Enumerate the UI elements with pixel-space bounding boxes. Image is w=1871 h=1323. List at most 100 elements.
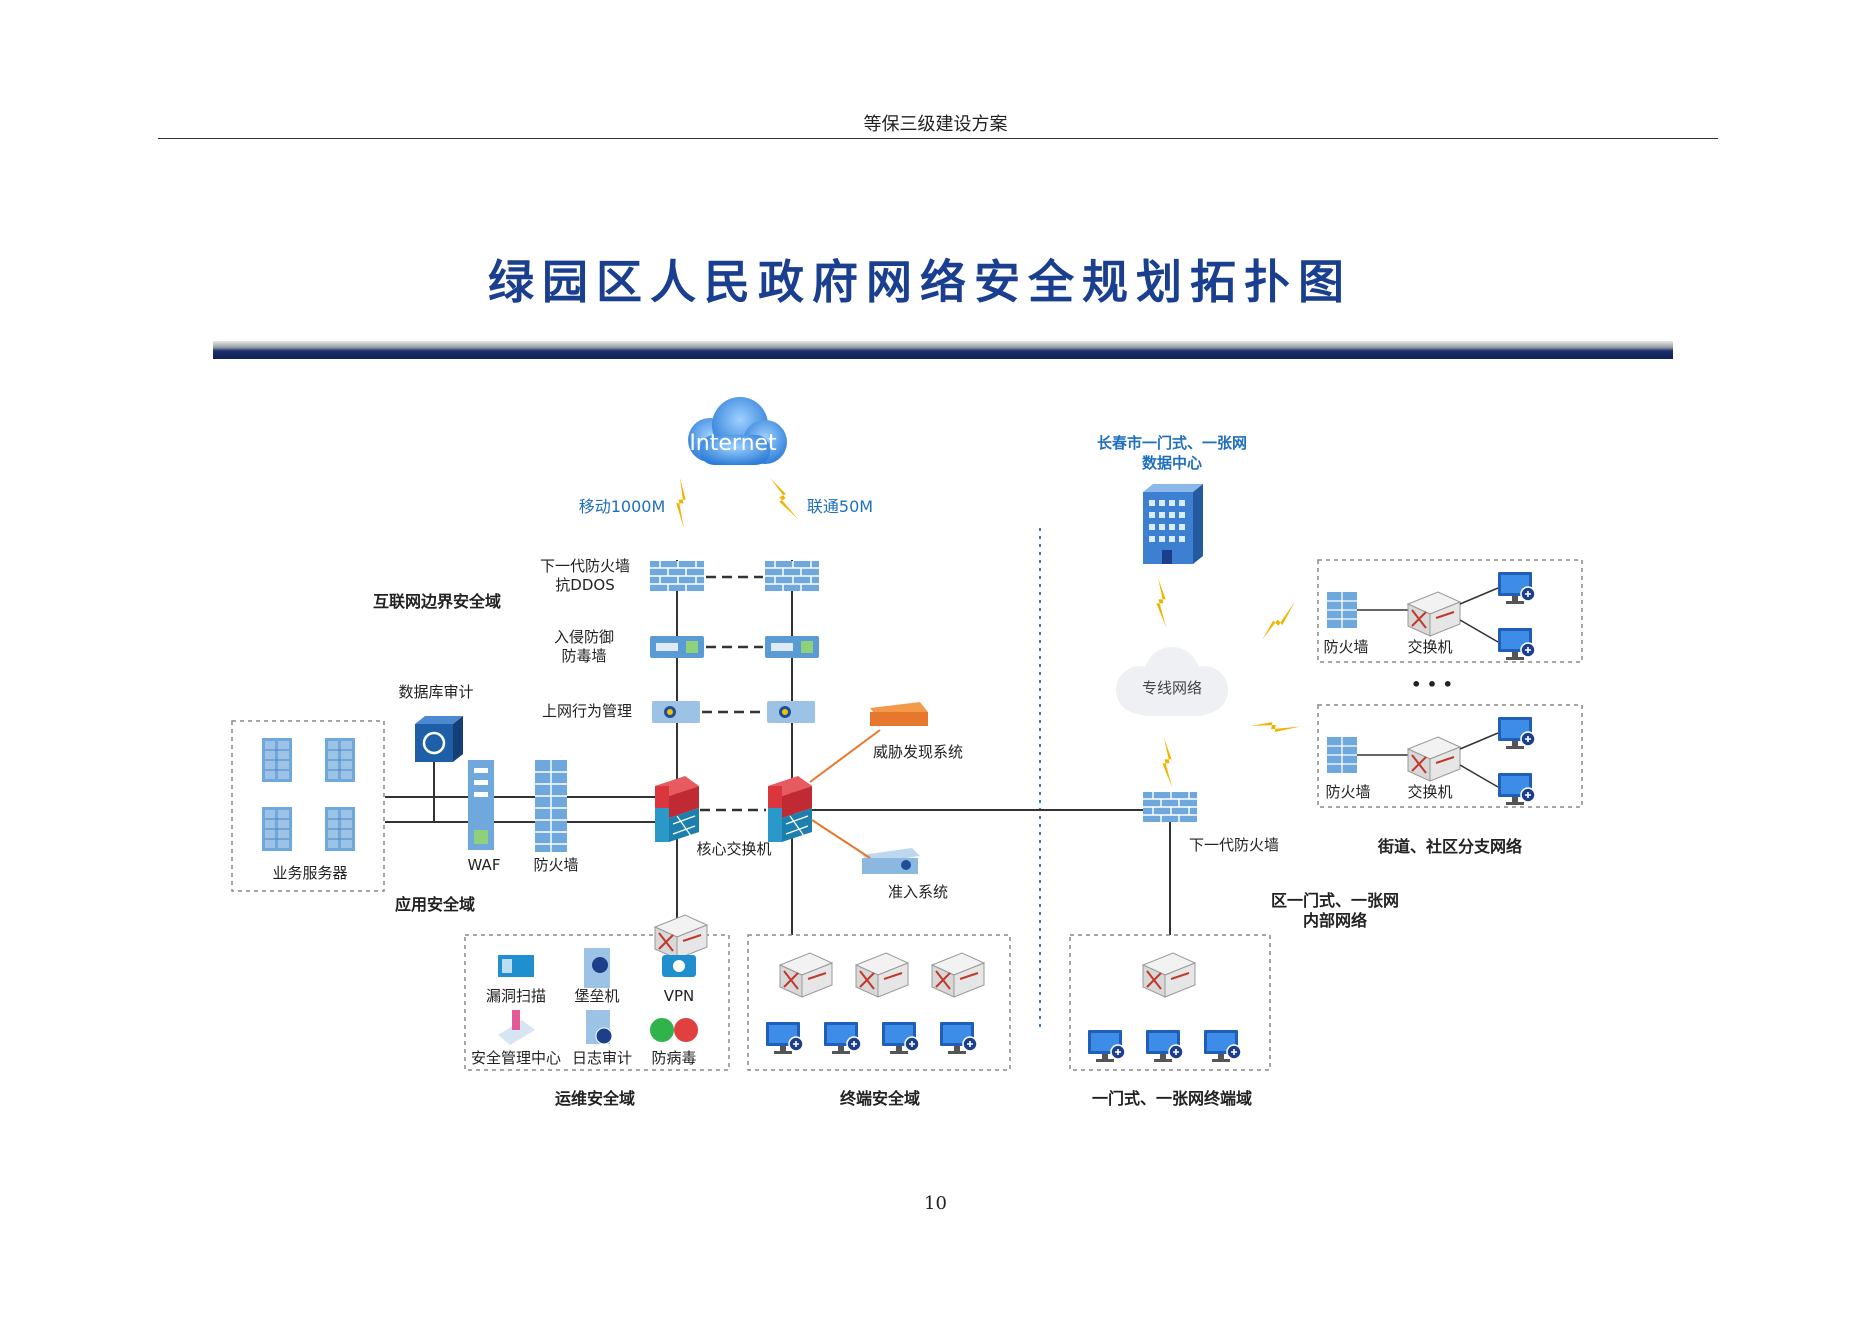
zone-branch: 街道、社区分支网络 <box>1377 837 1522 856</box>
terminal-zone-box <box>747 934 1011 1071</box>
pc-icon <box>765 1021 804 1055</box>
business-servers-label: 业务服务器 <box>272 864 347 882</box>
branch-fw-label: 防火墙 <box>1323 638 1368 656</box>
firewall-icon <box>1142 791 1198 823</box>
switch-icon <box>779 952 833 998</box>
threat-detect-label: 威胁发现系统 <box>873 743 963 761</box>
ips-label: 入侵防御 <box>554 628 614 646</box>
pc-icon <box>1087 1029 1126 1063</box>
firewall-icon <box>1327 737 1357 773</box>
soc-label: 安全管理中心 <box>471 1049 561 1067</box>
ngfw-label: 下一代防火墙 <box>540 557 630 575</box>
branch-box <box>1317 559 1583 663</box>
bastion-label: 堡垒机 <box>574 987 619 1005</box>
zone-one-door: 一门式、一张网终端域 <box>1092 1089 1252 1108</box>
pc-icon <box>1145 1029 1184 1063</box>
lightning-icon <box>1155 738 1181 788</box>
lightning-icon <box>1253 601 1304 640</box>
ellipsis: • • • <box>1411 675 1453 694</box>
title-bar <box>213 341 1673 359</box>
zone-terminal: 终端安全域 <box>840 1089 920 1108</box>
pc-icon <box>939 1021 978 1055</box>
vuln-scan-icon <box>498 955 534 977</box>
server-icon <box>324 737 356 783</box>
branch-box <box>1317 704 1583 808</box>
firewall-icon <box>764 560 820 592</box>
zone-app: 应用安全域 <box>395 895 475 914</box>
firewall-icon <box>649 560 705 592</box>
core-switch-icon <box>654 775 700 843</box>
db-audit-icon <box>415 716 463 762</box>
nac-label: 准入系统 <box>888 883 948 901</box>
internet-label: Internet <box>689 431 777 456</box>
firewall-app-label: 防火墙 <box>533 856 578 874</box>
core-switch-label: 核心交换机 <box>696 840 771 858</box>
antivirus-icon <box>650 1018 698 1042</box>
ips-icon <box>650 636 704 658</box>
switch-icon <box>855 952 909 998</box>
bastion-icon <box>584 948 610 988</box>
dc-label: 数据中心 <box>1142 454 1202 472</box>
zone-internet-border: 互联网边界安全域 <box>373 592 501 611</box>
switch-icon <box>654 914 708 960</box>
pc-icon <box>1497 772 1536 806</box>
switch-icon <box>1407 736 1461 782</box>
zone-ops: 运维安全域 <box>555 1089 635 1108</box>
av-wall-label: 防毒墙 <box>561 647 606 665</box>
threat-detect-icon <box>870 702 928 726</box>
ngfw-right-label: 下一代防火墙 <box>1189 836 1279 854</box>
running-header: 等保三级建设方案 <box>863 114 1008 135</box>
core-switch-icon <box>767 775 813 843</box>
waf-label: WAF <box>468 856 501 874</box>
pc-icon <box>823 1021 862 1055</box>
link-unicom-label: 联通50M <box>807 497 873 516</box>
page-number: 10 <box>924 1193 947 1214</box>
ops-zone-box <box>464 934 730 1071</box>
lightning-icon <box>1250 710 1301 743</box>
pc-icon <box>1497 571 1536 605</box>
building-icon <box>1143 484 1203 564</box>
behavior-mgmt-icon <box>767 701 815 723</box>
db-audit-label: 数据库审计 <box>398 683 473 701</box>
branch-fw-label: 防火墙 <box>1325 783 1370 801</box>
antivirus-label: 防病毒 <box>651 1049 696 1067</box>
one-door-zone-box <box>1069 934 1271 1071</box>
header-rule <box>158 138 1718 139</box>
server-icon <box>261 806 293 852</box>
diagram-title: 绿园区人民政府网络安全规划拓扑图 <box>488 255 1352 309</box>
pc-icon <box>1497 627 1536 661</box>
nac-icon <box>862 848 920 874</box>
behavior-mgmt-icon <box>652 701 700 723</box>
ips-icon <box>765 636 819 658</box>
dc-label: 长春市一门式、一张网 <box>1097 434 1247 452</box>
server-icon <box>261 737 293 783</box>
private-net-label: 专线网络 <box>1142 679 1202 697</box>
pc-icon <box>881 1021 920 1055</box>
district-label: 内部网络 <box>1303 911 1367 930</box>
link-mobile-label: 移动1000M <box>579 497 666 516</box>
server-icon <box>324 806 356 852</box>
firewall-icon <box>1327 592 1357 628</box>
internet-cloud-icon <box>688 397 787 465</box>
firewall-icon <box>535 760 567 852</box>
branch-switch-label: 交换机 <box>1407 783 1452 801</box>
vpn-icon <box>662 955 696 977</box>
log-audit-icon <box>586 1010 613 1045</box>
lightning-icon <box>770 473 799 524</box>
switch-icon <box>931 952 985 998</box>
switch-icon <box>1407 591 1461 637</box>
pc-icon <box>1497 716 1536 750</box>
branch-switch-label: 交换机 <box>1407 638 1452 656</box>
waf-icon <box>468 760 494 850</box>
district-label: 区一门式、一张网 <box>1271 891 1399 910</box>
behavior-mgmt-label: 上网行为管理 <box>542 702 632 720</box>
lightning-icon <box>1149 578 1175 628</box>
private-net-cloud-icon <box>1116 647 1228 716</box>
lightning-icon <box>667 478 697 529</box>
vpn-label: VPN <box>664 987 695 1005</box>
switch-icon <box>1142 952 1196 998</box>
soc-icon <box>498 1010 535 1045</box>
pc-icon <box>1203 1029 1242 1063</box>
log-audit-label: 日志审计 <box>572 1049 632 1067</box>
